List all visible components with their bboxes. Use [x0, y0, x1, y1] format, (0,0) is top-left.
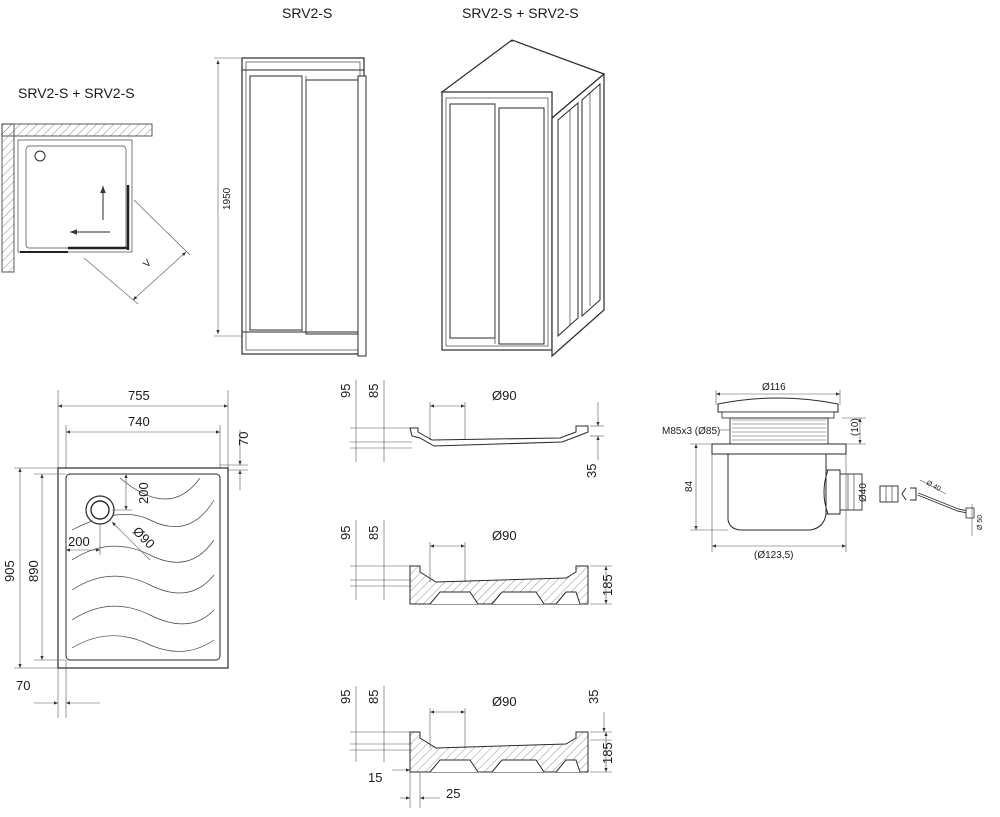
svg-text:35: 35: [586, 690, 601, 704]
svg-text:Ø90: Ø90: [492, 388, 517, 403]
drain-top-diameter: Ø116: [762, 382, 786, 393]
drain-bottom-diameter: (Ø123,5): [754, 550, 793, 561]
tray-inner-width: 740: [128, 414, 150, 429]
tray-outer-width: 755: [128, 388, 150, 403]
front-view: SRV2-S 1950: [214, 5, 367, 357]
drain-detail: Ø116 M85x3 (Ø85) (10) Ø40: [662, 382, 984, 561]
section-1: 95 85 Ø90 35: [338, 380, 604, 478]
plan-wall-top: [1, 123, 153, 137]
front-height-label: 1950: [222, 187, 233, 210]
drain-pipe-large: Ø 50: [977, 515, 984, 530]
plan-drain: [34, 150, 46, 162]
svg-text:85: 85: [366, 526, 381, 540]
section-3: 95 85 Ø90 35 185 15 25: [338, 686, 615, 808]
plan-view-title: SRV2-S + SRV2-S: [18, 85, 135, 101]
tray-outer-depth: 905: [2, 560, 17, 582]
tray-inner-depth: 890: [26, 560, 41, 582]
svg-text:185: 185: [600, 574, 615, 596]
tray-plan: 755 740 70 Ø90 200: [2, 388, 251, 718]
tray-outer: [57, 467, 229, 669]
tray-edge-right: 70: [236, 432, 251, 446]
drain-pipe-small: Ø 40: [925, 480, 942, 493]
svg-text:95: 95: [338, 690, 353, 704]
tray-edge-bottom: 70: [16, 678, 30, 693]
drain-height: 84: [684, 480, 695, 492]
svg-text:95: 95: [338, 526, 353, 540]
svg-text:85: 85: [366, 690, 381, 704]
plan-tray-outline: [17, 139, 133, 253]
tray-drain: [85, 495, 115, 525]
svg-text:Ø90: Ø90: [492, 528, 517, 543]
tray-drain-offset-y: 200: [136, 482, 151, 504]
section-2: 95 85 Ø90 185: [338, 520, 615, 605]
plan-wall-left: [1, 123, 15, 273]
svg-text:Ø90: Ø90: [492, 694, 517, 709]
tray-drain-offset-x: 200: [68, 534, 90, 549]
svg-text:35: 35: [584, 464, 599, 478]
iso-view: SRV2-S + SRV2-S: [440, 5, 606, 358]
front-view-title: SRV2-S: [282, 5, 332, 21]
svg-text:15: 15: [368, 770, 382, 785]
plan-view: SRV2-S + SRV2-S V: [1, 85, 191, 305]
plan-v-label: V: [141, 257, 154, 270]
drain-rim: (10): [850, 418, 861, 436]
drain-thread: M85x3 (Ø85): [662, 426, 720, 437]
svg-text:95: 95: [338, 384, 353, 398]
svg-text:185: 185: [600, 742, 615, 764]
drain-outlet: Ø40: [858, 483, 869, 502]
tray-inner: [65, 473, 221, 661]
svg-text:85: 85: [366, 384, 381, 398]
svg-text:25: 25: [446, 786, 460, 801]
iso-view-title: SRV2-S + SRV2-S: [462, 5, 579, 21]
